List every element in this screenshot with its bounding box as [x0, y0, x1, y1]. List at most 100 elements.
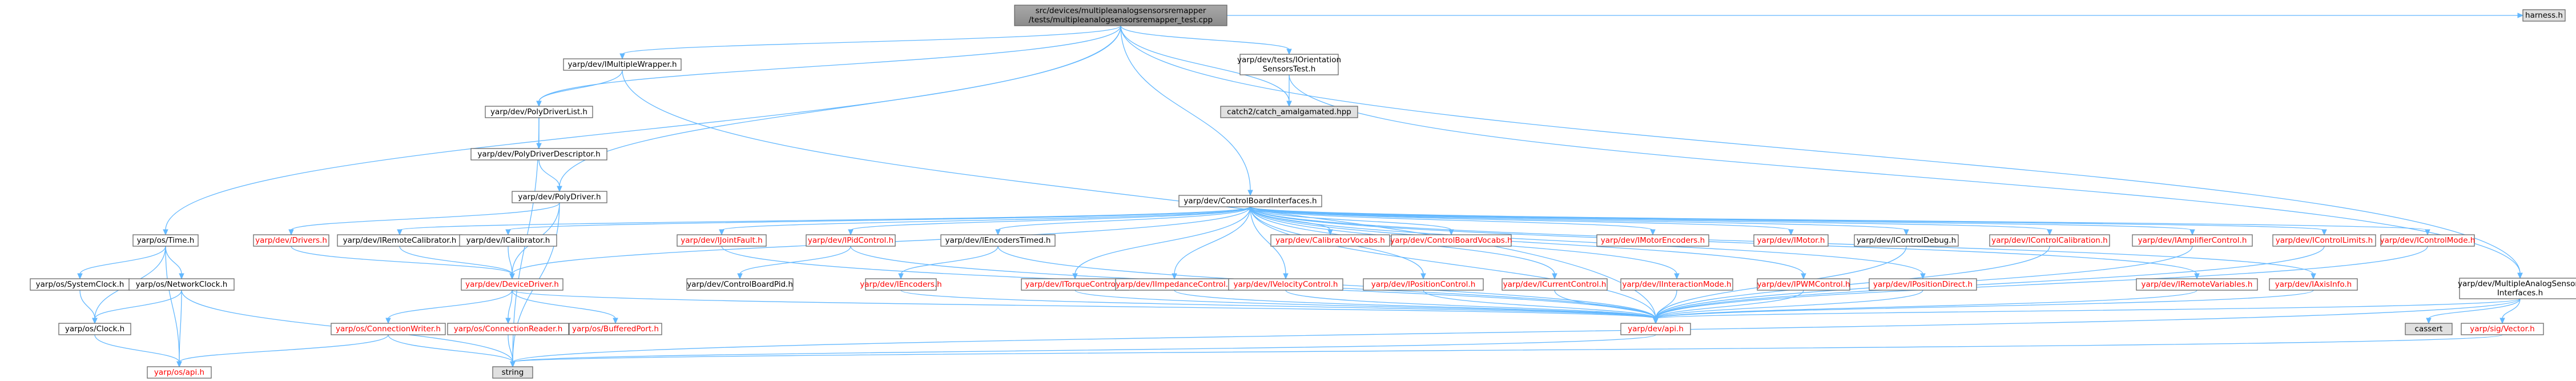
node-ienc[interactable]: yarp/dev/IEncoders.h — [860, 278, 942, 291]
edge-root-to-imwrap — [619, 25, 1121, 60]
node-label: yarp/dev/IAmplifierControl.h — [2138, 236, 2247, 245]
node-label: yarp/dev/ICalibrator.h — [466, 236, 550, 245]
node-label: yarp/dev/MultipleAnalogSensors — [2458, 279, 2576, 288]
node-iaxis[interactable]: yarp/dev/IAxisInfo.h — [2269, 278, 2358, 291]
node-imwrap[interactable]: yarp/dev/IMultipleWrapper.h — [563, 58, 682, 71]
edge-polydesc-to-poly — [538, 159, 562, 192]
node-root[interactable]: src/devices/multipleanalogsensorsremappe… — [1014, 5, 1227, 26]
node-box — [1270, 234, 1390, 247]
edge-iorient-to-catch2 — [1286, 74, 1292, 107]
node-label: yarp/os/api.h — [154, 368, 204, 377]
node-box — [485, 106, 593, 118]
node-imotenc[interactable]: yarp/dev/IMotorEncoders.h — [1596, 234, 1709, 247]
edge-time-to-sysclock — [77, 246, 166, 280]
node-box — [461, 278, 564, 291]
edge-cbi-to-icdebug — [1250, 206, 1909, 236]
node-iremcal[interactable]: yarp/dev/IRemoteCalibrator.h — [337, 234, 462, 247]
node-icdebug[interactable]: yarp/dev/IControlDebug.h — [1854, 234, 1959, 247]
node-box — [1014, 5, 1227, 26]
node-label: yarp/dev/IEncodersTimed.h — [945, 236, 1050, 245]
node-layer: src/devices/multipleanalogsensorsremappe… — [30, 5, 2576, 379]
node-devapi[interactable]: yarp/dev/api.h — [1620, 323, 1691, 335]
node-label: yarp/dev/PolyDriverDescriptor.h — [477, 150, 600, 159]
node-string[interactable]: string — [492, 366, 533, 379]
node-label: string — [502, 368, 524, 377]
node-connreader[interactable]: yarp/os/ConnectionReader.h — [447, 323, 569, 335]
node-label: yarp/sig/Vector.h — [2470, 324, 2534, 334]
node-iccal[interactable]: yarp/dev/IControlCalibration.h — [1989, 234, 2110, 247]
node-box — [1220, 106, 1358, 118]
node-ivel[interactable]: yarp/dev/IVelocityControl.h — [1228, 278, 1343, 291]
node-polylist[interactable]: yarp/dev/PolyDriverList.h — [485, 106, 593, 118]
node-label: yarp/dev/IImpedanceControl.h — [1116, 280, 1233, 289]
node-box — [940, 234, 1056, 247]
edge-connwriter-to-string — [388, 334, 516, 368]
node-sigvec[interactable]: yarp/sig/Vector.h — [2461, 323, 2544, 335]
node-iremvar[interactable]: yarp/dev/IRemoteVariables.h — [2136, 278, 2258, 291]
node-sysclock[interactable]: yarp/os/SystemClock.h — [30, 278, 130, 291]
node-box — [677, 234, 767, 247]
node-ienctimed[interactable]: yarp/dev/IEncodersTimed.h — [940, 234, 1056, 247]
node-label: yarp/dev/IMultipleWrapper.h — [567, 60, 677, 69]
node-label: catch2/catch_amalgamated.hpp — [1227, 107, 1351, 117]
node-box — [1869, 278, 1977, 291]
node-mas[interactable]: yarp/dev/MultipleAnalogSensorsInterfaces… — [2458, 278, 2576, 299]
edge-layer — [77, 13, 2524, 368]
node-connwriter[interactable]: yarp/os/ConnectionWriter.h — [331, 323, 446, 335]
node-label: yarp/os/SystemClock.h — [36, 280, 124, 289]
node-clock[interactable]: yarp/os/Clock.h — [58, 323, 131, 335]
edge-sigvec-to-string — [510, 334, 2503, 368]
edge-clock-to-osapi — [94, 334, 182, 368]
node-label: yarp/dev/IVelocityControl.h — [1234, 280, 1338, 289]
node-cbpid[interactable]: yarp/dev/ControlBoardPid.h — [686, 278, 794, 291]
edge-time-to-netclock — [165, 246, 184, 280]
node-poly[interactable]: yarp/dev/PolyDriver.h — [512, 191, 607, 203]
node-imotor[interactable]: yarp/dev/IMotor.h — [1753, 234, 1829, 247]
edge-cbi-to-imotor — [1250, 206, 1794, 236]
node-label: yarp/dev/IControlLimits.h — [2276, 236, 2373, 245]
node-itorque[interactable]: yarp/dev/ITorqueControl.h — [1021, 278, 1129, 291]
node-label: yarp/dev/ITorqueControl.h — [1025, 280, 1125, 289]
node-ijoint[interactable]: yarp/dev/IJointFault.h — [677, 234, 767, 247]
edge-iimp-to-devapi — [1174, 290, 1659, 324]
node-ipid[interactable]: yarp/dev/IPidControl.h — [806, 234, 896, 247]
node-osapi[interactable]: yarp/os/api.h — [147, 366, 212, 379]
node-label: yarp/dev/IMotor.h — [1757, 236, 1825, 245]
node-devdriver[interactable]: yarp/dev/DeviceDriver.h — [461, 278, 564, 291]
node-box — [569, 323, 662, 335]
node-ipos[interactable]: yarp/dev/IPositionControl.h — [1363, 278, 1484, 291]
node-polydesc[interactable]: yarp/dev/PolyDriverDescriptor.h — [470, 148, 607, 161]
node-label: yarp/dev/IPidControl.h — [808, 236, 893, 245]
node-iamp[interactable]: yarp/dev/IAmplifierControl.h — [2132, 234, 2253, 247]
node-box — [1989, 234, 2110, 247]
node-iposdir[interactable]: yarp/dev/IPositionDirect.h — [1869, 278, 1977, 291]
node-catch2[interactable]: catch2/catch_amalgamated.hpp — [1220, 106, 1358, 118]
node-calvocabs[interactable]: yarp/dev/CalibratorVocabs.h — [1270, 234, 1390, 247]
node-label: src/devices/multipleanalogsensorsremappe… — [1036, 6, 1206, 15]
node-time[interactable]: yarp/os/Time.h — [132, 234, 199, 247]
node-iinter[interactable]: yarp/dev/IInteractionMode.h — [1620, 278, 1733, 291]
node-cassert[interactable]: cassert — [2405, 323, 2453, 335]
node-iclim[interactable]: yarp/dev/IControlLimits.h — [2272, 234, 2376, 247]
node-cbvocabs[interactable]: yarp/dev/ControlBoardVocabs.h — [1390, 234, 1512, 247]
node-cbi[interactable]: yarp/dev/ControlBoardInterfaces.h — [1178, 195, 1322, 207]
node-harness[interactable]: harness.h — [2522, 9, 2566, 22]
node-label: yarp/os/ConnectionWriter.h — [336, 324, 441, 334]
node-box — [865, 278, 937, 291]
node-label: yarp/dev/IRemoteVariables.h — [2142, 280, 2253, 289]
node-label: yarp/dev/IPositionDirect.h — [1873, 280, 1973, 289]
node-icurr[interactable]: yarp/dev/ICurrentControl.h — [1502, 278, 1608, 291]
node-bufport[interactable]: yarp/os/BufferedPort.h — [569, 323, 662, 335]
node-icmode[interactable]: yarp/dev/IControlMode.h — [2380, 234, 2476, 247]
node-box — [2380, 234, 2475, 247]
node-ical[interactable]: yarp/dev/ICalibrator.h — [459, 234, 557, 247]
node-ipwm[interactable]: yarp/dev/IPWMControl.h — [1757, 278, 1850, 291]
node-label: yarp/dev/ControlBoardPid.h — [687, 280, 793, 289]
node-netclock[interactable]: yarp/os/NetworkClock.h — [128, 278, 235, 291]
node-iimp[interactable]: yarp/dev/IImpedanceControl.h — [1115, 278, 1234, 291]
node-drivers[interactable]: yarp/dev/Drivers.h — [253, 234, 329, 247]
node-label: yarp/dev/ICurrentControl.h — [1503, 280, 1607, 289]
edge-icurr-to-devapi — [1554, 290, 1659, 324]
